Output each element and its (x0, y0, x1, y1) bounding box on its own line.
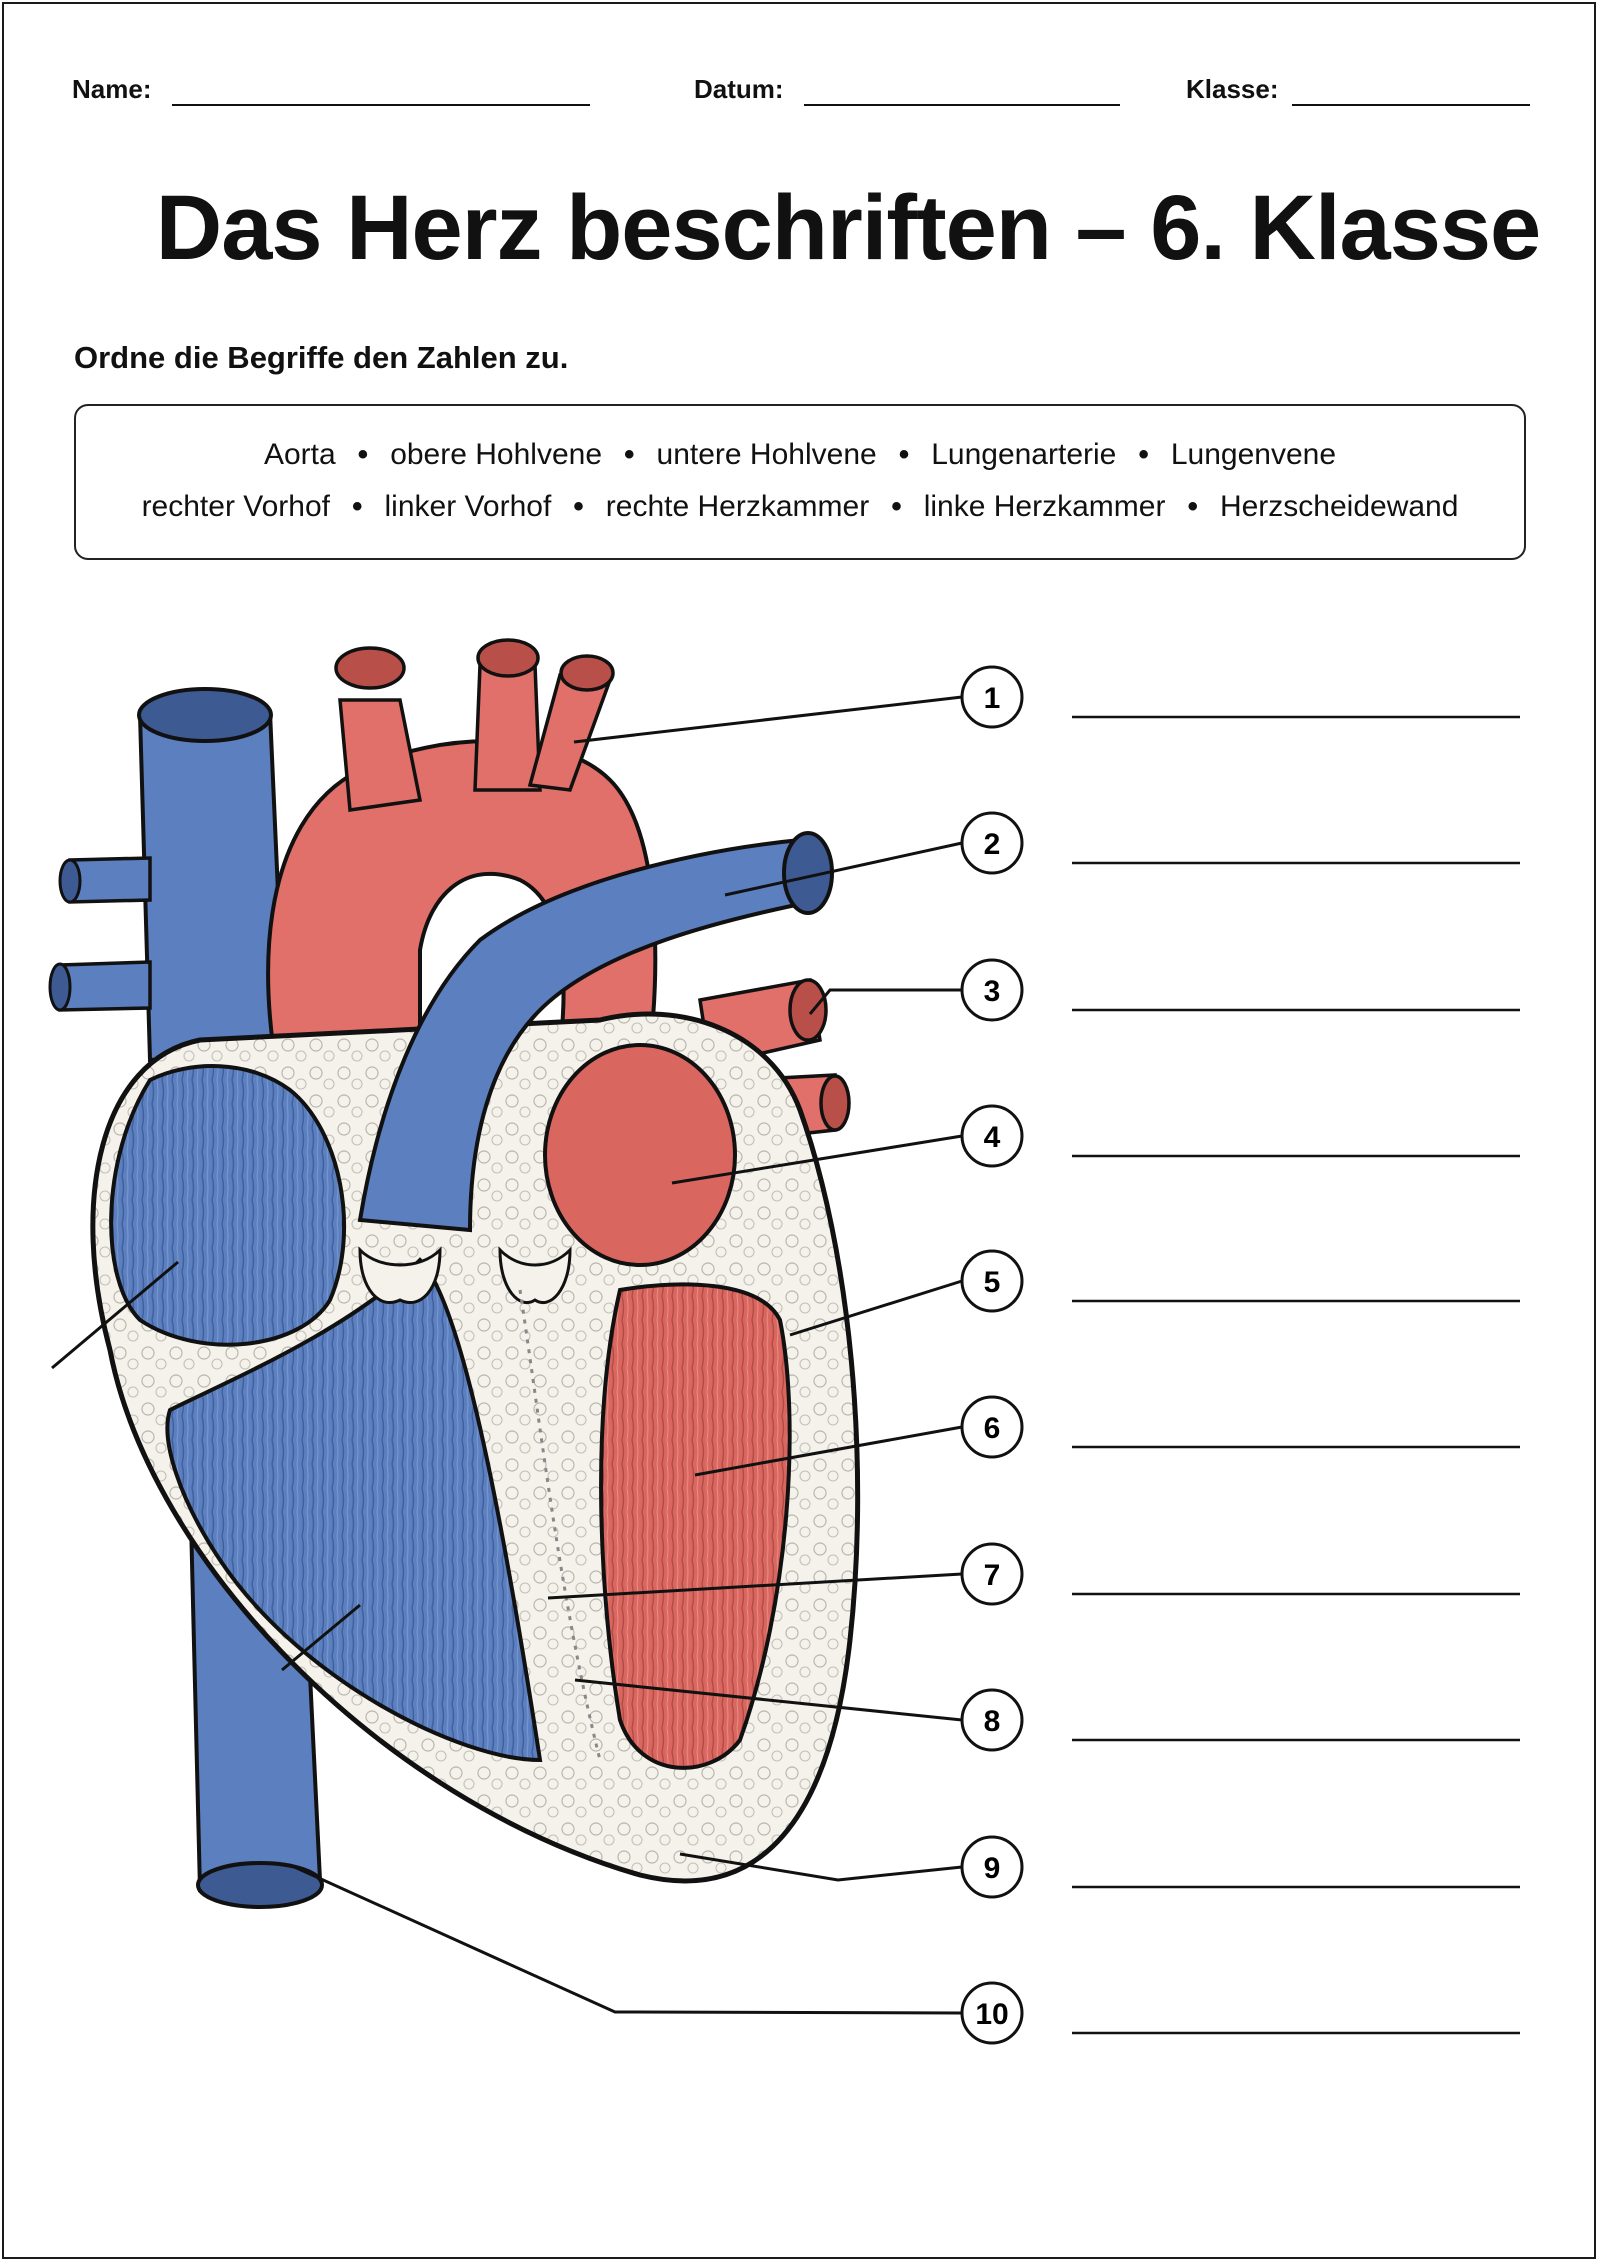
label-circle-7 (960, 1542, 1024, 1606)
superior-vena-cava-opening (137, 687, 273, 743)
leader-line-8 (574, 1678, 963, 1722)
word-rechter-vorhof: rechter Vorhof (141, 490, 330, 523)
page-title: Das Herz beschriften – 6. Klasse (0, 182, 1600, 274)
leader-line-1 (573, 695, 963, 744)
separator-dot: • (357, 438, 369, 471)
leader-line-5 (789, 1279, 963, 1337)
name-line[interactable] (172, 104, 590, 106)
label-circle-4 (960, 1104, 1024, 1168)
leader-line-9 (679, 1852, 963, 1882)
separator-dot: • (1138, 438, 1149, 471)
class-line[interactable] (1292, 104, 1530, 106)
separator-dot: • (624, 438, 635, 471)
separator-dot: • (573, 490, 584, 523)
word-obere-hohlvene: obere Hohlvene (390, 438, 603, 471)
label-circle-2 (960, 811, 1024, 875)
separator-dot: • (352, 490, 363, 523)
label-number-9: 9 (984, 1852, 1001, 1885)
leader-line-extra (51, 1260, 179, 1370)
right-ventricle (165, 1257, 543, 1763)
separator-dot: • (891, 490, 902, 523)
word-bank-row-1: Aorta • obere Hohlvene • untere Hohlvene • Lun… (76, 438, 1524, 472)
label-number-8: 8 (984, 1705, 1001, 1738)
right-atrium (109, 1064, 347, 1347)
inferior-vena-cava-opening (196, 1861, 324, 1909)
word-rechte-herzkammer: rechte Herzkammer (605, 490, 870, 523)
label-number-10: 10 (975, 1998, 1008, 2031)
word-linke-herzkammer: linke Herzkammer (923, 490, 1166, 523)
label-number-6: 6 (984, 1412, 1001, 1445)
label-number-2: 2 (984, 828, 1001, 861)
label-circle-1 (960, 665, 1024, 729)
aorta-branch-1 (338, 698, 423, 812)
leader-line-4 (671, 1134, 963, 1185)
label-number-1: 1 (984, 682, 1001, 715)
word-untere-hohlvene: untere Hohlvene (656, 438, 877, 471)
word-linker-vorhof: linker Vorhof (384, 490, 552, 523)
label-number-7: 7 (984, 1559, 1001, 1592)
word-bank: Aorta • obere Hohlvene • untere Hohlvene • Lun… (74, 404, 1526, 560)
word-lungenarterie: Lungenarterie (931, 438, 1117, 471)
label-circle-9 (960, 1835, 1024, 1899)
label-circle-6 (960, 1395, 1024, 1459)
label-number-5: 5 (984, 1266, 1001, 1299)
leader-line-3 (808, 988, 962, 1015)
label-circle-3 (960, 958, 1024, 1022)
word-herzscheidewand: Herzscheidewand (1219, 490, 1459, 523)
label-number-4: 4 (984, 1121, 1001, 1154)
leader-line-10 (289, 1863, 963, 2015)
label-circle-8 (960, 1688, 1024, 1752)
class-label: Klasse: (1186, 74, 1279, 104)
separator-dot: • (898, 438, 910, 471)
word-lungenvene: Lungenvene (1170, 438, 1337, 471)
label-number-3: 3 (984, 975, 1001, 1008)
leader-line-2 (724, 841, 963, 897)
label-circle-5 (960, 1249, 1024, 1313)
word-aorta: Aorta (263, 438, 336, 471)
date-line[interactable] (804, 104, 1120, 106)
leader-line-6 (694, 1425, 963, 1477)
date-label: Datum: (694, 74, 784, 104)
left-ventricle (599, 1282, 792, 1770)
label-circle-10 (960, 1981, 1024, 2045)
word-bank-row-2: rechter Vorhof • linker Vorhof • rechte Herz… (76, 490, 1524, 524)
name-label: Name: (72, 74, 152, 104)
separator-dot: • (1187, 490, 1198, 523)
leader-line-7 (547, 1572, 963, 1600)
valve-right (358, 1246, 442, 1304)
valve-left (498, 1246, 572, 1304)
instruction-text: Ordne die Begriffe den Zahlen zu. (74, 340, 569, 375)
page-title-text: Das Herz beschriften – 6. Klasse (155, 177, 1541, 279)
leader-line-extra (281, 1603, 361, 1672)
left-atrium (543, 1043, 737, 1267)
